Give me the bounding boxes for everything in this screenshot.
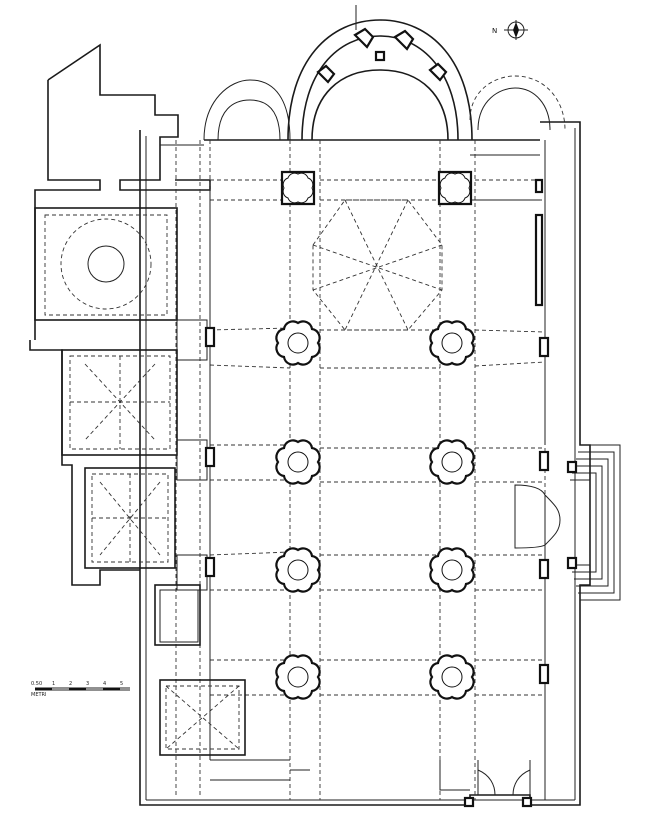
pier-s1 — [437, 170, 473, 206]
pier-s5 — [429, 654, 475, 700]
chapel-5-cross-vault — [159, 679, 290, 761]
pier-n2 — [275, 320, 321, 366]
pier-n5 — [275, 654, 321, 700]
pier-s2 — [429, 320, 475, 366]
chapel-4 — [154, 584, 201, 646]
scale-tick-label: 5 — [120, 681, 123, 687]
wall-pilasters — [204, 178, 550, 685]
apse — [160, 5, 566, 146]
longitudinal-arches — [175, 140, 546, 800]
nave-walls — [209, 140, 546, 800]
pier-n3 — [275, 439, 321, 485]
chapel-1-domed — [34, 207, 208, 361]
scale-tick-label: 2 — [69, 681, 72, 687]
piers — [275, 170, 475, 700]
compass-rose: N — [492, 20, 528, 40]
compass-north-label: N — [492, 27, 497, 35]
east-entrance — [514, 444, 621, 601]
scale-tick-label: 4 — [103, 681, 106, 687]
crossing-star-vault — [312, 199, 443, 331]
pier-s3 — [429, 439, 475, 485]
scale-tick-label: 1 — [52, 681, 55, 687]
chapel-2-vaulted — [61, 349, 208, 481]
entrance-steps — [570, 444, 621, 601]
pier-s4 — [429, 547, 475, 593]
south-door — [210, 760, 533, 808]
scale-unit-label: METRI — [31, 692, 46, 698]
pier-n1 — [280, 170, 316, 206]
scale-zero-label: 0.50 — [31, 681, 42, 687]
transverse-arches — [209, 179, 546, 696]
scale-tick-label: 3 — [86, 681, 89, 687]
scale-bar: 0.50 1 2 3 4 5 METRI — [31, 681, 130, 698]
pier-n4 — [275, 547, 321, 593]
